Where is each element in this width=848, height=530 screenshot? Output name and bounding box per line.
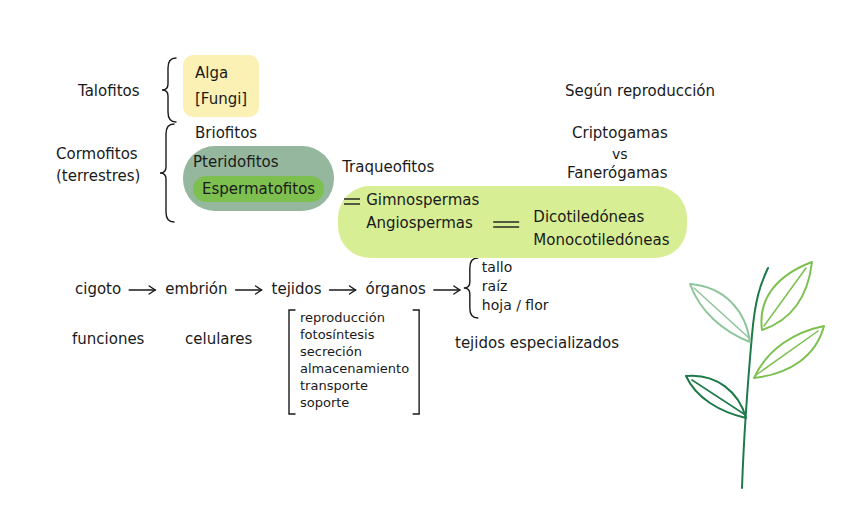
note-text: embrión xyxy=(165,280,227,298)
bracket xyxy=(413,310,419,414)
node-text: Gimnospermas xyxy=(366,191,479,210)
note-text: tejidos especializados xyxy=(455,334,619,352)
note-text: almacenamiento xyxy=(300,361,409,377)
node-text: Monocotiledóneas xyxy=(533,231,669,250)
note-text: (terrestres) xyxy=(56,167,140,185)
arrow-line xyxy=(236,289,262,290)
arrow-head xyxy=(454,286,460,294)
note-text: Briofitos xyxy=(195,124,257,142)
note-text: vs xyxy=(612,146,628,163)
note-text: raíz xyxy=(482,278,508,295)
note-text: órganos xyxy=(366,280,426,298)
plant-illustration xyxy=(686,262,824,488)
dash-mark xyxy=(344,203,360,204)
note-text: Criptogamas xyxy=(572,124,668,142)
arrow-line xyxy=(330,289,356,290)
note-text: tallo xyxy=(482,259,512,276)
dash-mark xyxy=(344,198,360,199)
note-text: cigoto xyxy=(75,280,121,298)
note-text: Traqueofitos xyxy=(342,158,434,176)
dash-mark xyxy=(493,226,519,227)
note-text: fotosíntesis xyxy=(300,327,374,343)
arrow-head xyxy=(350,286,356,294)
group-blob: PteridofitosEspermatofitos xyxy=(183,146,334,211)
bracket xyxy=(289,310,295,414)
node-text: Alga xyxy=(195,60,247,86)
note-text: Fanerógamas xyxy=(567,164,668,182)
brace xyxy=(160,124,174,222)
note-text: celulares xyxy=(185,330,252,348)
dash-mark xyxy=(493,221,519,222)
node-text: [Fungi] xyxy=(195,86,247,112)
note-text: Cormofitos xyxy=(56,145,138,163)
node-text: Angiospermas xyxy=(366,214,473,233)
note-text: Talofitos xyxy=(78,82,140,100)
highlight-box: Alga[Fungi] xyxy=(183,55,259,117)
note-text: Según reproducción xyxy=(565,82,715,100)
note-text: funciones xyxy=(72,330,144,348)
node-text: Espermatofitos xyxy=(202,179,315,199)
note-text: tejidos xyxy=(272,280,322,298)
arrow-line xyxy=(434,289,460,290)
note-text: soporte xyxy=(300,395,349,411)
note-text: reproducción xyxy=(300,310,385,326)
arrow-head xyxy=(149,286,155,294)
brace xyxy=(464,258,478,318)
brace xyxy=(162,58,176,122)
note-text: hoja / flor xyxy=(482,297,549,314)
node-text: Pteridofitos xyxy=(193,152,324,172)
arrow-head xyxy=(256,286,262,294)
group-blob: Espermatofitos xyxy=(193,176,324,202)
arrow-line xyxy=(129,289,155,290)
note-text: transporte xyxy=(300,378,368,394)
highlight-band: GimnospermasAngiospermas DicotiledóneasMo… xyxy=(338,186,687,258)
note-text: secreción xyxy=(300,344,362,360)
node-text: Dicotiledóneas xyxy=(533,208,644,227)
